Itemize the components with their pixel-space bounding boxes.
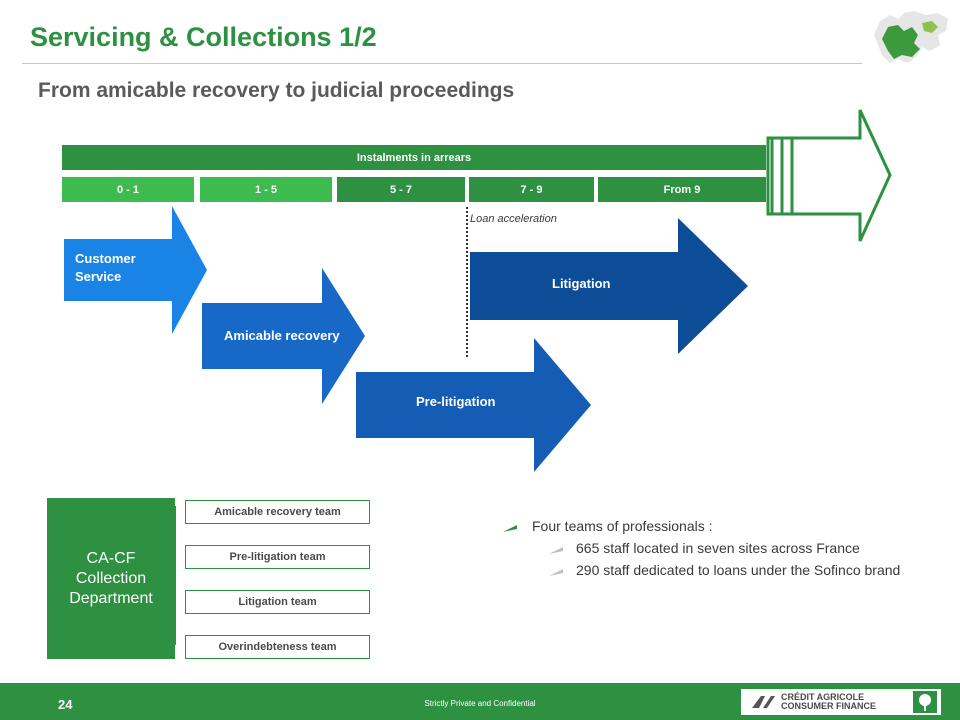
brand-line-2: CONSUMER FINANCE	[781, 701, 877, 711]
grey-bullet-icon	[549, 569, 563, 576]
team-litigation: Litigation team	[185, 590, 370, 614]
range-0-1: 0 - 1	[62, 177, 194, 202]
bullet-list: Four teams of professionals : 665 staff …	[502, 518, 922, 578]
confidentiality-note: Strictly Private and Confidential	[424, 699, 536, 708]
team-connector	[175, 506, 186, 645]
range-from-9: From 9	[598, 177, 766, 202]
customer-service-arrow	[64, 206, 207, 334]
litigation-arrow	[470, 218, 748, 354]
customer-service-label: Customer Service	[75, 251, 136, 284]
range-7-9: 7 - 9	[469, 177, 594, 202]
brand-text: CRÉDIT AGRICOLE CONSUMER FINANCE	[781, 693, 876, 711]
sub-bullet-1: 665 staff located in seven sites across …	[548, 540, 922, 556]
team-amicable-recovery: Amicable recovery team	[185, 500, 370, 524]
brand-line-1: CRÉDIT AGRICOLE	[781, 692, 865, 702]
title-divider	[22, 63, 862, 64]
amicable-recovery-arrow	[202, 268, 365, 404]
team-pre-litigation: Pre-litigation team	[185, 545, 370, 569]
grey-bullet-icon	[549, 547, 563, 554]
loan-acceleration-line	[466, 207, 468, 357]
europe-map-icon	[868, 5, 952, 69]
sub-bullet-text: 665 staff located in seven sites across …	[576, 540, 860, 556]
page-title: Servicing & Collections 1/2	[30, 22, 377, 52]
ca-logo-icon	[752, 696, 775, 708]
tree-logo-icon	[913, 691, 937, 713]
page-subtitle: From amicable recovery to judicial proce…	[38, 79, 515, 102]
green-bullet-icon	[503, 525, 517, 532]
team-overindebtedness: Overindebteness team	[185, 635, 370, 659]
instalments-banner: Instalments in arrears	[62, 145, 766, 170]
page-number: 24	[58, 697, 73, 712]
collection-department-box: CA-CF Collection Department	[47, 498, 175, 659]
timeline-outline-arrow	[766, 109, 892, 242]
pre-litigation-label: Pre-litigation	[416, 394, 496, 409]
amicable-recovery-label: Amicable recovery	[224, 328, 340, 343]
range-1-5: 1 - 5	[200, 177, 332, 202]
bullet-main: Four teams of professionals :	[502, 518, 922, 534]
brand-logo: CRÉDIT AGRICOLE CONSUMER FINANCE	[741, 689, 941, 715]
range-5-7: 5 - 7	[337, 177, 465, 202]
litigation-label: Litigation	[552, 276, 611, 291]
bullet-main-text: Four teams of professionals :	[532, 518, 713, 534]
sub-bullet-text: 290 staff dedicated to loans under the S…	[576, 562, 901, 578]
sub-bullet-2: 290 staff dedicated to loans under the S…	[548, 562, 908, 578]
pre-litigation-arrow	[356, 338, 591, 472]
loan-acceleration-label: Loan acceleration	[470, 213, 557, 225]
